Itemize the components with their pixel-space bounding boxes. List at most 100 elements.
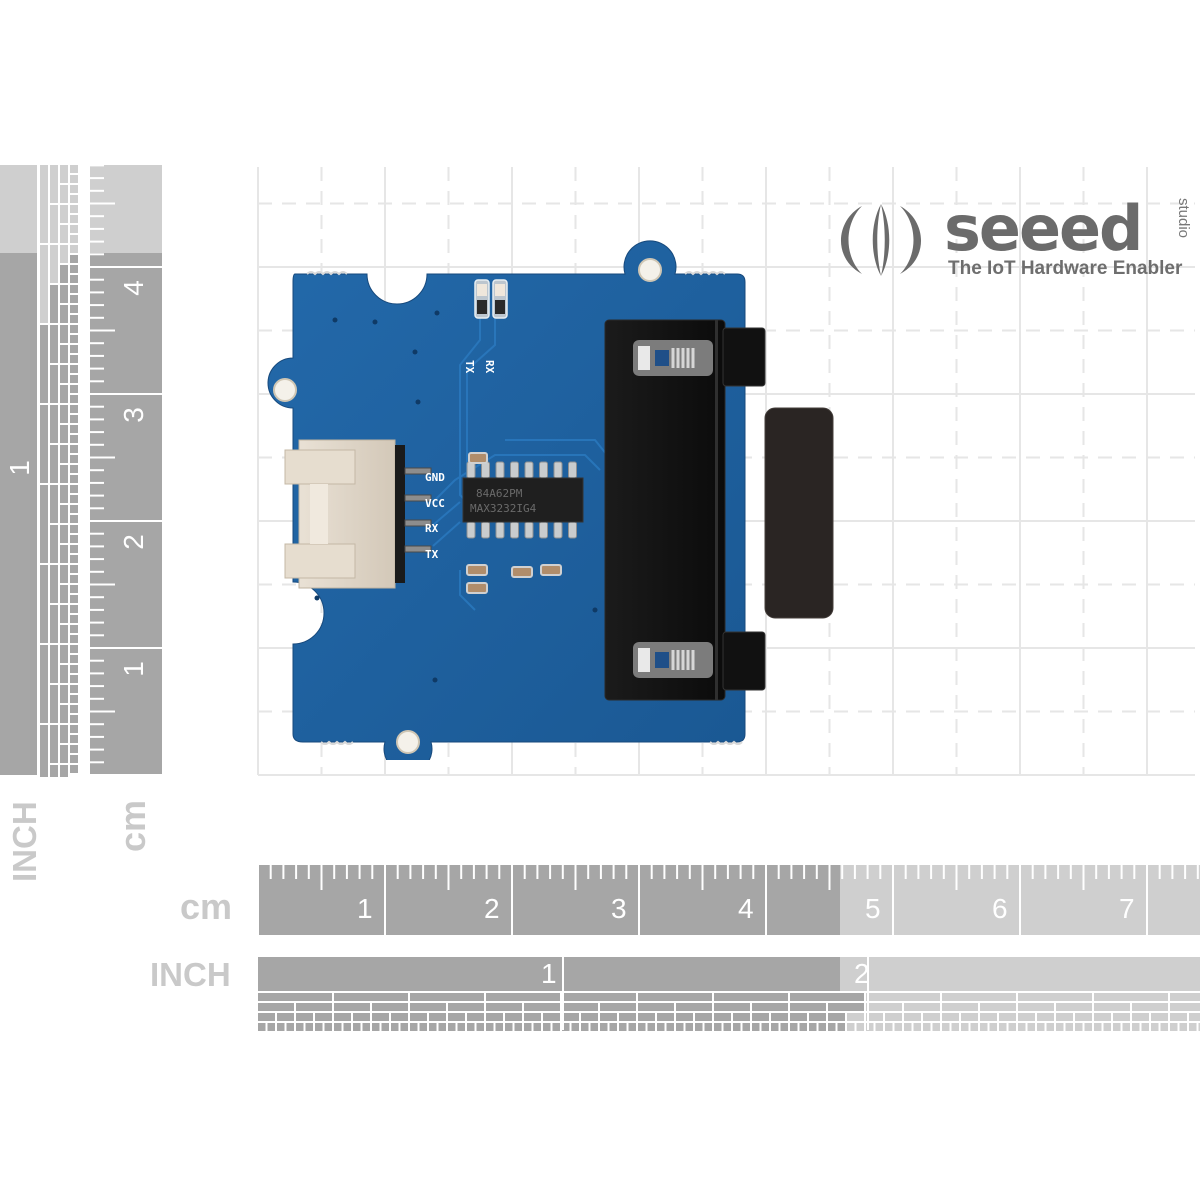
ruler-inch-tick-block [771, 1023, 779, 1031]
chip-pin [481, 461, 490, 479]
ruler-inch-tick-block [70, 745, 78, 753]
ruler-inch-tick-block [657, 1013, 674, 1021]
ruler-inch-tick-block [70, 505, 78, 513]
ruler-inch-tick-block [638, 1023, 646, 1031]
ruler-inch-tick-block [961, 1013, 978, 1021]
ruler-inch-tick-block [60, 465, 68, 483]
ruler-inch-tick-block [467, 1013, 484, 1021]
ruler-segment-dark [0, 253, 37, 775]
ruler-segment-light [0, 165, 37, 253]
ruler-inch-tick-block [410, 993, 484, 1001]
ruler-inch-tick-block [866, 1013, 883, 1021]
ruler-inch-tick-block [70, 575, 78, 583]
ruler-inch-tick-block [70, 205, 78, 213]
ruler-inch-tick-block [60, 185, 68, 203]
horizontal-ruler [257, 865, 1200, 1031]
ruler-inch-tick-block [60, 605, 68, 623]
ruler-inch-tick-block [600, 1003, 636, 1011]
ruler-inch-tick-block [40, 565, 48, 643]
ruler-inch-tick-block [60, 505, 68, 523]
ruler-cm-number: 3 [611, 893, 627, 924]
ruler-inch-tick-block [70, 665, 78, 673]
ruler-inch-tick-block [999, 1013, 1016, 1021]
brand-sub: studio [1175, 198, 1192, 239]
ruler-cm-number: 1 [117, 661, 149, 677]
ruler-inch-tick-block [70, 165, 78, 173]
ruler-inch-tick-block [581, 1013, 598, 1021]
db9-screw [633, 340, 713, 376]
ruler-inch-tick-block [1056, 1003, 1092, 1011]
ruler-inch-tick-block [733, 1023, 741, 1031]
ruler-inch-tick-block [704, 1023, 712, 1031]
ruler-inch-tick-block [70, 305, 78, 313]
ruler-inch-tick-block [619, 1023, 627, 1031]
ruler-inch-tick-block [695, 1023, 703, 1031]
ruler-inch-tick-block [70, 645, 78, 653]
ruler-inch-tick-block [50, 725, 58, 763]
ruler-inch-tick-block [1122, 1023, 1130, 1031]
ruler-inch-tick-block [70, 415, 78, 423]
ruler-cm-number: 4 [738, 893, 754, 924]
ruler-inch-tick-block [932, 1023, 940, 1031]
ruler-inch-tick-block [50, 645, 58, 683]
ruler-inch-tick-block [60, 205, 68, 223]
ruler-inch-tick-block [70, 435, 78, 443]
vertical-inch-label: INCH [6, 801, 43, 882]
ruler-inch-tick-block [486, 1013, 503, 1021]
ruler-inch-tick-block [809, 1013, 826, 1021]
ruler-inch-tick-block [50, 485, 58, 523]
ruler-inch-tick-block [70, 465, 78, 473]
ruler-inch-tick-block [1056, 1023, 1064, 1031]
ruler-inch-tick-block [847, 1023, 855, 1031]
ruler-inch-tick-block [828, 1013, 845, 1021]
ruler-inch-tick-block [942, 993, 1016, 1001]
ruler-inch-tick-block [685, 1023, 693, 1031]
ruler-inch-tick-block [70, 535, 78, 543]
ruler-inch-tick-block [1094, 1013, 1111, 1021]
ruler-inch-tick-block [70, 495, 78, 503]
ruler-inch-tick-block [70, 705, 78, 713]
ruler-inch-tick-block [904, 1023, 912, 1031]
ruler-inch-tick-block [60, 325, 68, 343]
ruler-inch-tick-block [476, 1023, 484, 1031]
ruler-inch-tick-block [391, 1013, 408, 1021]
ruler-inch-tick-block [885, 1023, 893, 1031]
ruler-inch-tick-block [60, 165, 68, 183]
ruler-inch-tick-block [60, 285, 68, 303]
ruler-inch-tick-block [600, 1013, 617, 1021]
ruler-inch-tick-block [980, 1013, 997, 1021]
ruler-inch-tick-block [714, 1023, 722, 1031]
ruler-inch-tick-block [742, 1023, 750, 1031]
ruler-inch-tick-block [60, 625, 68, 643]
ruler-inch-number: 2 [854, 958, 870, 989]
chip-pin [539, 521, 548, 539]
ruler-inch-tick-block [1170, 1003, 1200, 1011]
ruler-inch-tick-block [828, 1003, 864, 1011]
ruler-inch-tick-block [60, 645, 68, 663]
ruler-inch-tick-block [638, 1003, 674, 1011]
ruler-inch-tick-block [277, 1013, 294, 1021]
ruler-inch-tick-block [714, 1003, 750, 1011]
ruler-inch-tick-block [334, 993, 408, 1001]
ruler-inch-tick-block [70, 295, 78, 303]
chip-pin [568, 461, 577, 479]
ruler-inch-tick-block [334, 1023, 342, 1031]
ruler-inch-tick-block [1132, 1013, 1149, 1021]
ruler-inch-tick-block [1037, 1023, 1045, 1031]
ruler-inch-tick-block [70, 345, 78, 353]
ruler-inch-tick-block [70, 335, 78, 343]
ruler-inch-tick-block [524, 1003, 560, 1011]
pcb-traces [432, 310, 608, 611]
ruler-inch-tick-block [495, 1023, 503, 1031]
ruler-inch-tick-block [866, 1023, 874, 1031]
ruler-inch-tick-block [60, 665, 68, 683]
ruler-inch-tick-block [267, 1023, 275, 1031]
ruler-inch-tick-block [50, 405, 58, 443]
ruler-inch-tick-block [60, 365, 68, 383]
ruler-inch-tick-block [60, 225, 68, 243]
ruler-inch-tick-block [296, 1003, 332, 1011]
ruler-inch-tick-block [70, 265, 78, 273]
ruler-inch-tick-block [40, 325, 48, 403]
ruler-inch-tick-block [904, 1003, 940, 1011]
ruler-inch-tick-block [60, 705, 68, 723]
